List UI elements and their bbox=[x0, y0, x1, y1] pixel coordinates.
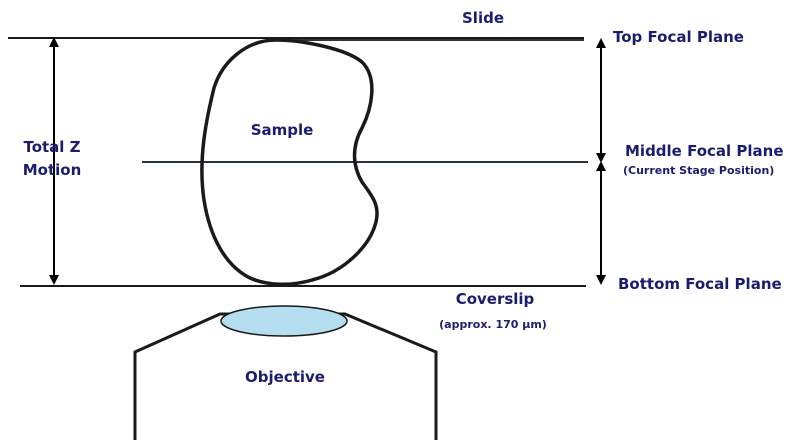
coverslip-note: (approx. 170 µm) bbox=[439, 318, 547, 331]
middle-focal-plane-note: (Current Stage Position) bbox=[623, 164, 774, 177]
coverslip-label: Coverslip bbox=[456, 290, 535, 308]
sample-outline bbox=[200, 38, 379, 287]
top-focal-plane-label: Top Focal Plane bbox=[613, 28, 744, 46]
total-z-label-line2: Motion bbox=[23, 161, 82, 179]
middle-focal-plane-label: Middle Focal Plane bbox=[625, 142, 784, 160]
objective-lens bbox=[220, 305, 348, 337]
bottom-focal-plane-label: Bottom Focal Plane bbox=[618, 275, 782, 293]
total-z-label-line1: Total Z bbox=[23, 138, 80, 156]
slide-label: Slide bbox=[462, 9, 504, 27]
sample-label: Sample bbox=[251, 121, 314, 139]
objective-label: Objective bbox=[245, 368, 325, 386]
